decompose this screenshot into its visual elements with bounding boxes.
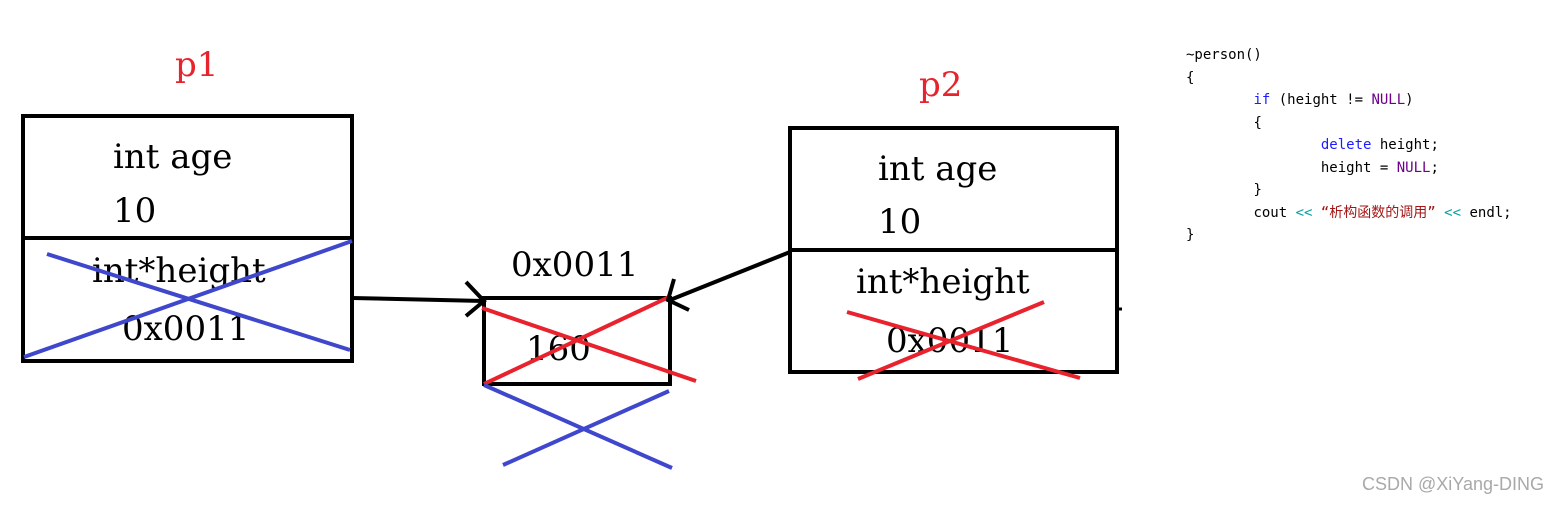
code-line: height = NULL;	[1186, 157, 1512, 180]
code-line: delete height;	[1186, 134, 1512, 157]
p2-to-heap-arrow	[665, 250, 791, 312]
code-text: )	[1405, 92, 1414, 108]
code-string: “析构函数的调用”	[1312, 204, 1445, 221]
p2-red-cross	[846, 300, 1081, 381]
p1-age-name: int age	[113, 137, 232, 177]
code-operator: <<	[1295, 204, 1313, 221]
code-text: ~person()	[1186, 47, 1262, 63]
code-line: if (height != NULL)	[1186, 89, 1512, 112]
code-text: }	[1186, 227, 1195, 243]
code-line: }	[1186, 224, 1512, 247]
code-text: height =	[1320, 159, 1397, 176]
code-keyword: if	[1253, 92, 1271, 108]
code-keyword: delete	[1320, 137, 1372, 153]
destructor-code-snippet: ~person() { if (height != NULL) { delete …	[1186, 44, 1512, 247]
code-macro: NULL	[1396, 159, 1431, 176]
code-text: {	[1253, 114, 1262, 131]
p2-age-value: 10	[878, 202, 921, 242]
code-text: cout	[1253, 204, 1296, 221]
code-line: {	[1186, 112, 1512, 135]
code-text: }	[1253, 182, 1262, 198]
code-macro: NULL	[1371, 92, 1406, 108]
heap-blue-cross	[483, 383, 673, 470]
code-line: ~person()	[1186, 44, 1512, 67]
p2-object-box: int age 10 int*height 0x0011	[788, 126, 1122, 381]
code-text: ;	[1430, 159, 1439, 176]
p1-age-value: 10	[113, 191, 156, 231]
code-text: height;	[1371, 137, 1439, 153]
p1-height-name: int*height	[92, 251, 266, 291]
heap-red-cross	[481, 295, 697, 386]
p2-label: p2	[919, 65, 962, 105]
p2-age-name: int age	[878, 149, 997, 189]
p1-blue-cross	[23, 239, 353, 359]
code-line: {	[1186, 67, 1512, 90]
code-text: endl;	[1461, 204, 1512, 221]
p1-label: p1	[175, 45, 218, 85]
code-line: cout << “析构函数的调用” << endl;	[1186, 202, 1512, 225]
p2-height-name: int*height	[856, 262, 1030, 302]
heap-memory-box: 160	[481, 295, 697, 470]
p1-object-box: int age 10 int*height 0x0011	[21, 114, 354, 363]
watermark: CSDN @XiYang-DING	[1362, 474, 1544, 494]
heap-address-label: 0x0011	[511, 245, 638, 285]
p1-to-heap-arrow	[351, 280, 487, 318]
code-text: {	[1186, 69, 1195, 86]
code-operator: <<	[1444, 204, 1462, 221]
code-line: }	[1186, 179, 1512, 202]
code-text: (height !=	[1270, 92, 1372, 108]
